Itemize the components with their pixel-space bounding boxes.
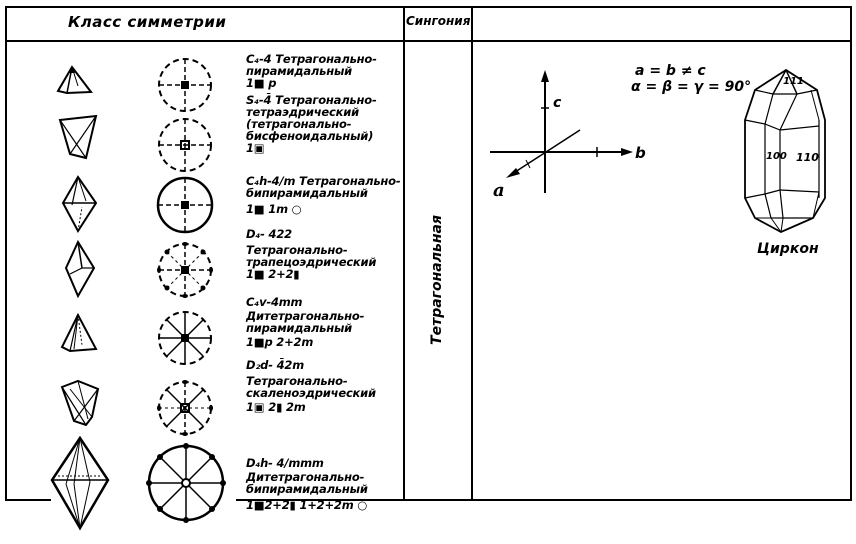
- crystal-form-tetragonal-pyramid-icon: [56, 65, 93, 95]
- face-label-110: 110: [796, 151, 819, 164]
- class-description-c4: C₄-4 Тетрагонально- пирамидальный 1■ p: [246, 52, 377, 90]
- zircon-crystal-icon: [744, 68, 826, 234]
- header-symmetry-class: Класс симметрии: [68, 13, 227, 31]
- table-border-top: [5, 6, 851, 8]
- class-description-d2d: D₂d- 4̄2m Тетрагонально- скаленоэдрическ…: [246, 358, 376, 414]
- stereogram-d2d-icon: [157, 380, 213, 436]
- header-divider: [5, 40, 851, 42]
- crystal-form-ditetragonal-bipyramid-icon: [50, 435, 110, 531]
- axis-label-c: c: [553, 95, 562, 111]
- crystal-form-tetragonal-bipyramid-icon: [61, 175, 98, 233]
- axis-label-a: a: [493, 180, 505, 201]
- stereogram-s4-icon: [158, 118, 212, 172]
- stereogram-c4v-icon: [158, 311, 212, 365]
- axis-relation-lengths: a = b ≠ c: [635, 63, 706, 79]
- crystal-axes-diagram: [490, 70, 633, 193]
- table-border-right: [850, 6, 852, 501]
- axis-label-b: b: [635, 144, 646, 162]
- syngony-label: Тетрагональная: [429, 215, 445, 345]
- class-description-c4v: C₄v-4mm Дитетрагонально- пирамидальный 1…: [246, 295, 365, 349]
- stereogram-d4h-icon: [146, 443, 226, 523]
- stereogram-c4h-icon: [156, 176, 214, 234]
- crystal-form-ditetragonal-pyramid-icon: [60, 312, 98, 353]
- crystal-form-tetragonal-tetrahedron-icon: [58, 114, 98, 160]
- header-syngony: Сингония: [406, 14, 471, 28]
- class-description-c4h: C₄h-4/m Тетрагонально- бипирамидальный 1…: [246, 174, 401, 216]
- stereogram-c4-icon: [158, 58, 212, 112]
- column-divider-1: [403, 6, 405, 501]
- class-description-d4h: D₄h- 4/mmm Дитетрагонально- бипирамидаль…: [246, 456, 368, 512]
- class-description-s4: S₄-4̄ Тетрагонально- тетраэдрический (те…: [246, 93, 377, 155]
- table-border-bottom-left: [5, 499, 51, 501]
- column-divider-2: [471, 6, 473, 501]
- face-label-111: 111: [783, 76, 804, 87]
- stereogram-d4-icon: [157, 242, 213, 298]
- crystal-name-label: Циркон: [757, 241, 819, 257]
- crystal-form-tetragonal-trapezohedron-icon: [64, 239, 96, 299]
- axis-relation-angles: α = β = γ = 90°: [631, 79, 752, 95]
- face-label-100: 100: [766, 151, 787, 162]
- crystal-form-tetragonal-scalenohedron-icon: [60, 379, 100, 427]
- class-description-d4: D₄- 422 Тетрагонально- трапецоэдрический…: [246, 227, 377, 281]
- table-border-bottom-right: [236, 499, 852, 501]
- table-border-left: [5, 6, 7, 501]
